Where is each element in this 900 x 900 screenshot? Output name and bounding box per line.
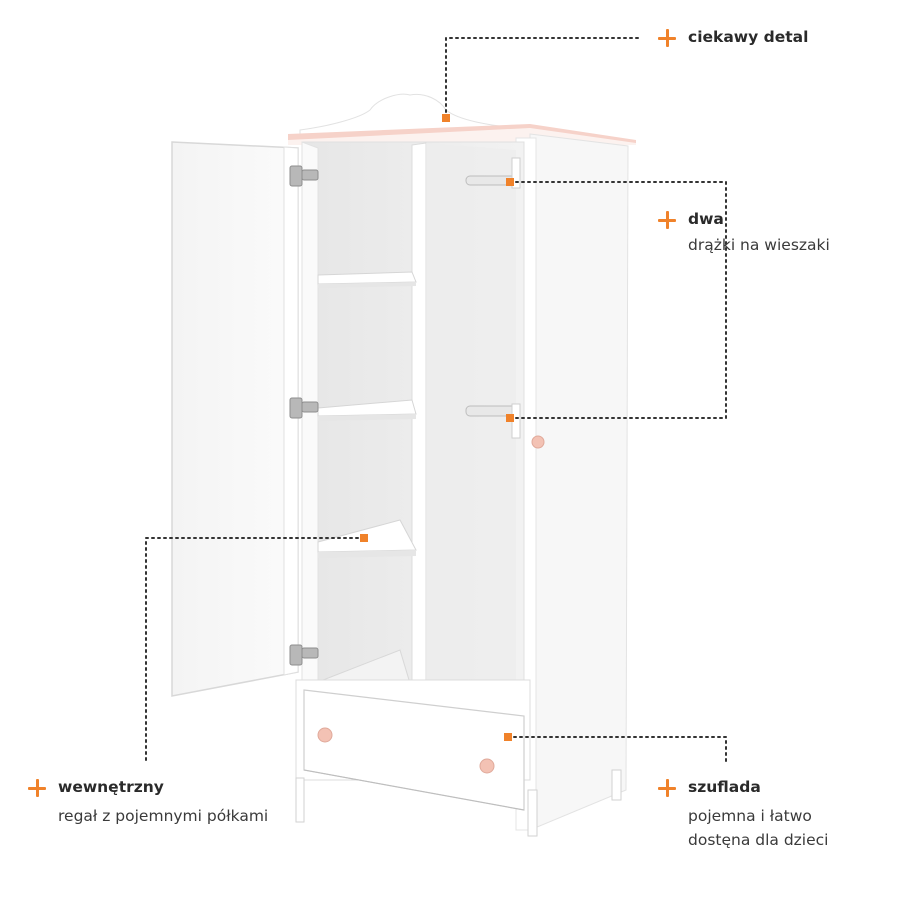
wardrobe-side-panel <box>529 133 629 831</box>
callout-drawer-description-line2: dostęna dla dzieci <box>688 831 829 849</box>
wardrobe-crown <box>299 93 521 135</box>
plus-icon <box>658 211 676 229</box>
callout-rails-title: dwa <box>688 210 724 228</box>
plus-icon <box>28 779 46 797</box>
leg <box>295 777 305 823</box>
leader-lines <box>145 37 727 763</box>
square-marker <box>504 733 512 741</box>
drawer-knob <box>317 727 333 743</box>
callout-shelves-title: wewnętrzny <box>58 778 164 796</box>
callout-shelves-description: regał z pojemnymi półkami <box>58 807 269 825</box>
wardrobe-left-door <box>171 141 299 697</box>
callout-drawer-description-line1: pojemna i łatwo <box>688 807 812 825</box>
square-marker <box>506 414 514 422</box>
leg <box>611 769 622 801</box>
leader-drawer <box>507 736 727 763</box>
leg <box>527 789 538 837</box>
callout-detail-title: ciekawy detal <box>688 28 809 46</box>
plus-icon <box>658 29 676 47</box>
square-marker <box>360 534 368 542</box>
drawer-knob <box>479 758 495 774</box>
square-marker <box>506 178 514 186</box>
callout-rails-description: drążki na wieszaki <box>688 236 830 254</box>
plus-icon <box>658 779 676 797</box>
door-knob <box>531 435 545 449</box>
square-marker <box>442 114 450 122</box>
leader-rails <box>509 181 727 419</box>
square-marker-group <box>360 114 514 741</box>
leader-detail <box>445 37 641 119</box>
leader-shelves <box>145 537 365 763</box>
center-divider <box>411 142 427 703</box>
hinge <box>289 165 319 666</box>
callout-drawer-title: szuflada <box>688 778 761 796</box>
